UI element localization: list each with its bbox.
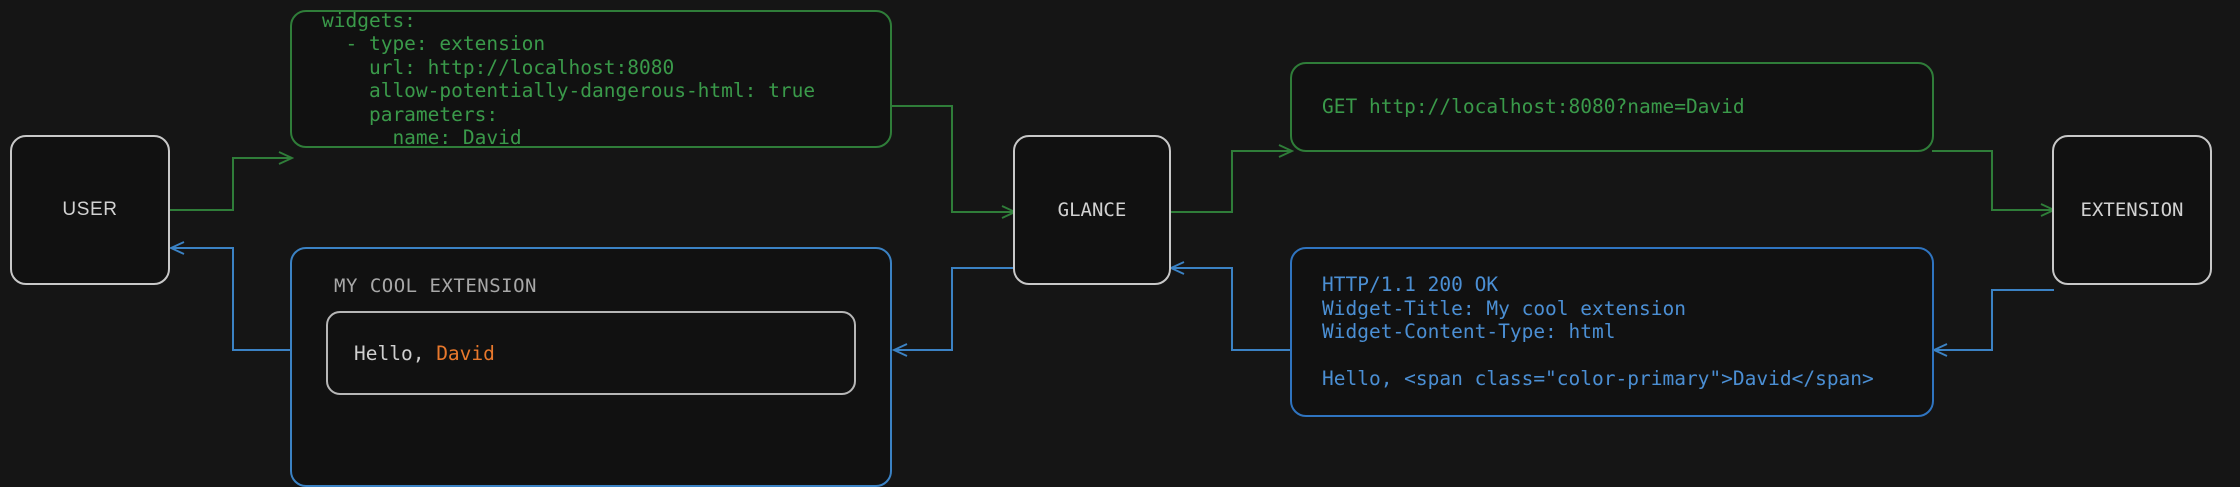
edge-glance-to-request: [1169, 151, 1292, 213]
config-line-4: parameters:: [322, 102, 499, 126]
edge-response-to-glance: [1171, 268, 1292, 351]
http-request-box: GET http://localhost:8080?name=David: [1290, 62, 1934, 152]
widget-body: Hello, David: [326, 311, 856, 395]
response-line-0: HTTP/1.1 200 OK: [1322, 273, 1499, 297]
edge-request-to-extension: [1932, 150, 2054, 210]
widget-greeting: Hello, David: [354, 342, 495, 365]
config-line-5: name: David: [322, 126, 522, 149]
widget-title-label: MY COOL EXTENSION: [334, 275, 537, 297]
widget-greeting-prefix: Hello,: [354, 341, 437, 365]
config-line-3: allow-potentially-dangerous-html: true: [322, 79, 816, 102]
node-glance-label: GLANCE: [1057, 199, 1127, 221]
edge-config-to-glance: [892, 105, 1015, 212]
edge-glance-to-widget: [894, 267, 1015, 350]
edge-widget-to-user: [171, 248, 292, 351]
edge-extension-to-response: [1934, 289, 2054, 350]
http-response-box: HTTP/1.1 200 OK Widget-Title: My cool ex…: [1290, 247, 1934, 417]
response-line-4: Hello, <span class="color-primary">David…: [1322, 367, 1874, 391]
config-line-0: widgets:: [322, 8, 416, 32]
node-extension[interactable]: EXTENSION: [2052, 135, 2212, 285]
response-line-3: [1322, 344, 1902, 368]
node-extension-label: EXTENSION: [2080, 199, 2184, 221]
node-user-label: USER: [62, 199, 118, 220]
node-glance[interactable]: GLANCE: [1013, 135, 1171, 285]
config-line-2: url: http://localhost:8080: [322, 55, 675, 79]
config-yaml-box: widgets: - type: extension url: http://l…: [290, 8, 892, 149]
edge-user-to-config: [169, 158, 292, 211]
response-line-1: Widget-Title: My cool extension: [1322, 296, 1686, 320]
widget-greeting-name: David: [436, 341, 495, 365]
config-line-1: - type: extension: [322, 32, 546, 55]
rendered-widget-box: MY COOL EXTENSION Hello, David: [290, 247, 892, 487]
response-line-2: Widget-Content-Type: html: [1322, 320, 1616, 344]
request-line-0: GET http://localhost:8080?name=David: [1322, 95, 1745, 119]
node-user[interactable]: USER: [10, 135, 170, 285]
